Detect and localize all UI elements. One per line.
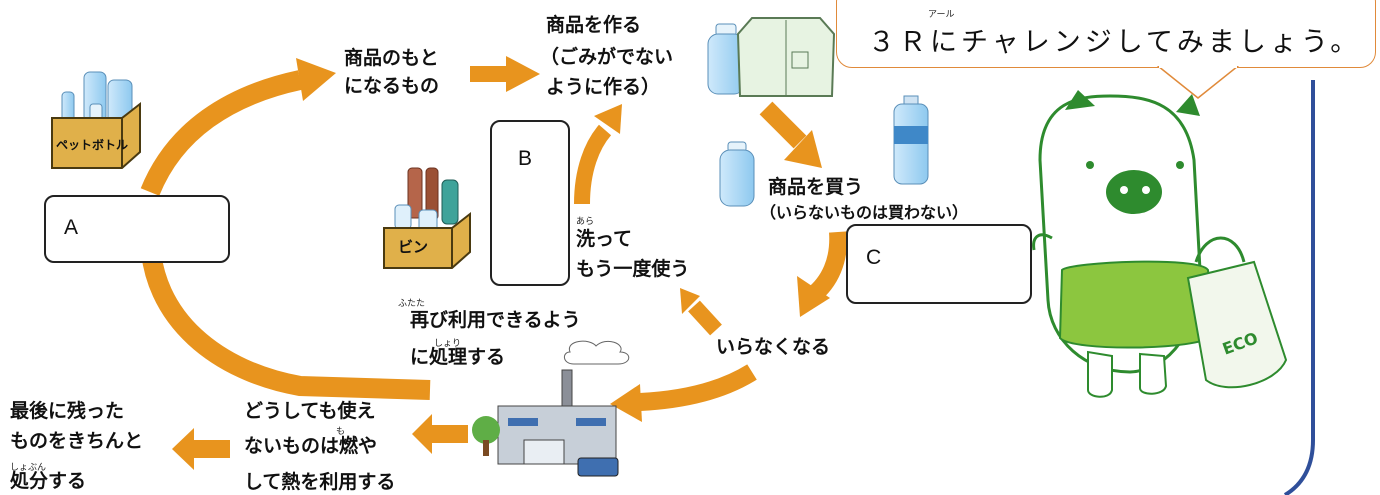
pet-bottle-label: ペットボトル [56, 138, 129, 152]
arrow-reuse-to-make [574, 124, 612, 205]
dispose-line-3: 処分する [10, 470, 87, 492]
arrow-make-to-buy [759, 101, 807, 149]
dispose-line-2: ものをきちんと [10, 430, 144, 452]
box-c-label: C [866, 246, 882, 269]
box-b [490, 120, 570, 286]
frame-line [1283, 80, 1315, 495]
make-line-3: ように作る） [546, 76, 661, 98]
burn-ruby: も [336, 427, 346, 437]
speech-bubble [836, 0, 1376, 68]
reuse-line-2: もう一度使う [576, 258, 690, 280]
product-bottle-and-shirt [707, 17, 836, 97]
burn-line-3: して熱を利用する [244, 471, 396, 493]
reuse-line-1: 洗って [576, 228, 633, 250]
burn-line-1: どうしても使え [244, 400, 376, 422]
buy-line-2: （いらないものは買わない） [760, 203, 969, 222]
recycle-line-1: 再び利用できるよう [410, 309, 581, 331]
arrow-head-materials [296, 58, 336, 101]
speech-text: ３Ｒにチャレンジしてみましょう。 [868, 27, 1362, 58]
arrow-to-reuse [688, 300, 722, 336]
character-mascot [1032, 90, 1214, 398]
recycle-line-2: に処理する [410, 346, 506, 368]
recycle-ruby-2: しょり [434, 339, 462, 349]
buy-line-1: 商品を買う [768, 176, 864, 198]
speech-bubble-tail [1156, 66, 1240, 99]
speech-ruby: アール [928, 10, 955, 20]
arrow-materials-to-make [470, 66, 510, 82]
burn-line-2: ないものは燃や [244, 435, 378, 457]
dispose-ruby: しょぶん [10, 463, 47, 473]
bought-bottles [719, 95, 929, 207]
arc-arrow-a-to-materials [140, 70, 303, 196]
box-a-label: A [64, 216, 79, 239]
factory [472, 340, 630, 477]
materials-line-1: 商品のもと [344, 47, 439, 69]
arrow-factory-to-burn [428, 425, 468, 443]
arrow-burn-to-dispose [190, 440, 230, 458]
unneeded-label: いらなくなる [716, 336, 831, 358]
materials-line-2: になるもの [344, 75, 440, 97]
arrow-unneeded-to-factory [639, 364, 757, 411]
box-c [846, 224, 1032, 304]
dispose-line-1: 最後に残った [10, 400, 125, 422]
glass-bottle-label: ビン [398, 238, 429, 256]
pet-bottle-crate [51, 71, 141, 169]
box-a [44, 195, 230, 263]
make-line-1: 商品を作る [546, 14, 642, 36]
box-b-label: B [518, 147, 533, 170]
arrow-buy-to-unneeded [806, 231, 848, 304]
eco-bag [1186, 236, 1288, 389]
make-line-2: （ごみがでない [540, 46, 674, 68]
arc-arrow-factory-to-a [140, 234, 431, 400]
reuse-ruby: あら [576, 217, 595, 227]
glass-bottle-crate [383, 167, 471, 269]
recycle-ruby-1: ふたた [398, 299, 426, 309]
